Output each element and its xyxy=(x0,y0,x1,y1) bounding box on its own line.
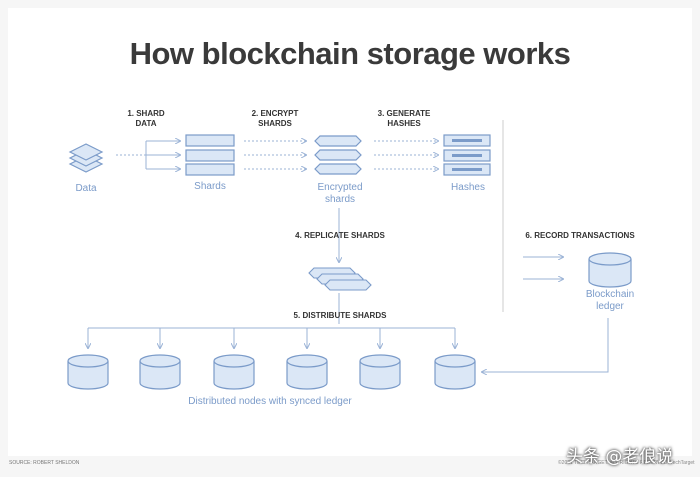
node-4-icon xyxy=(286,354,328,390)
watermark: 头条 @老俍说 xyxy=(566,447,674,467)
step-4-label: 4. REPLICATE SHARDS xyxy=(295,231,385,240)
source-credit: SOURCE: ROBERT SHELDON xyxy=(9,460,80,466)
step-5-label: 5. DISTRIBUTE SHARDS xyxy=(293,311,387,320)
node-1-icon xyxy=(67,354,109,390)
copyright-notice: ©2021 TECHTARGET. ALL RIGHTS RESERVED. T… xyxy=(558,460,695,466)
replicated-shard-icons xyxy=(308,267,372,291)
node-2-icon xyxy=(139,354,181,390)
node-5-icon xyxy=(359,354,401,390)
encrypted-shard-icons xyxy=(314,135,362,175)
node-6-icon xyxy=(434,354,476,390)
distributed-nodes-label: Distributed nodes with synced ledger xyxy=(188,396,352,407)
shard-bars xyxy=(185,134,235,176)
hash-dots xyxy=(452,139,482,171)
step-6-label: 6. RECORD TRANSACTIONS xyxy=(525,231,635,240)
diagram-title: How blockchain storage works xyxy=(129,36,571,71)
diagram-panel xyxy=(8,8,692,456)
arrow-ledger-to-nodes xyxy=(482,318,609,372)
shards-label: Shards xyxy=(194,181,226,192)
blockchain-ledger-icon xyxy=(588,252,632,288)
data-stack-icon xyxy=(68,143,104,173)
hashes-label: Hashes xyxy=(451,182,485,193)
data-label: Data xyxy=(75,183,97,194)
node-3-icon xyxy=(213,354,255,390)
